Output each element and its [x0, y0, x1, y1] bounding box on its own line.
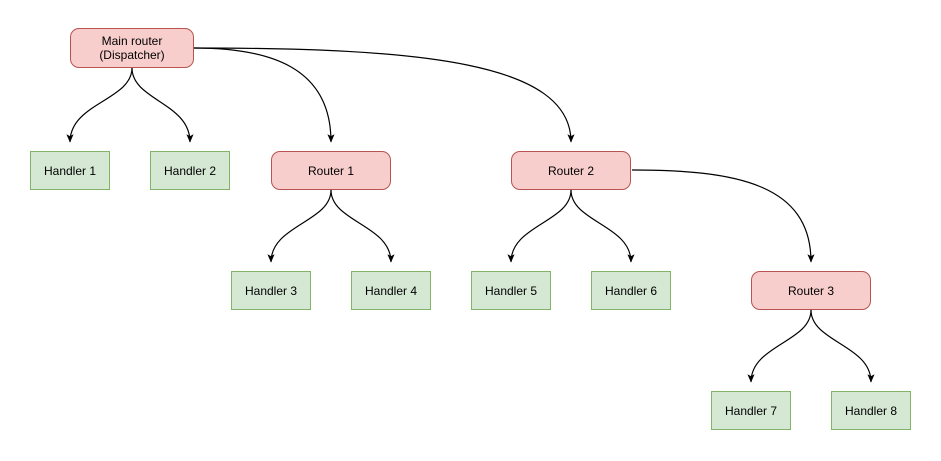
node-router-3[interactable]: Router 3 [751, 271, 871, 310]
node-handler-8[interactable]: Handler 8 [831, 391, 911, 430]
node-handler-7-label: Handler 7 [724, 403, 778, 418]
node-handler-3[interactable]: Handler 3 [231, 271, 311, 310]
node-handler-2-label: Handler 2 [163, 163, 217, 178]
node-router-2-label: Router 2 [547, 163, 595, 178]
edge-router-1-to-handler-4 [330, 189, 395, 263]
edge-router-3-to-handler-8 [810, 309, 875, 383]
node-handler-2[interactable]: Handler 2 [150, 151, 230, 190]
node-handler-1-label: Handler 1 [43, 163, 97, 178]
edge-router-1-to-handler-3 [267, 189, 332, 263]
node-router-1[interactable]: Router 1 [271, 151, 391, 190]
node-handler-5[interactable]: Handler 5 [471, 271, 551, 310]
edge-main-to-handler-2 [131, 67, 194, 143]
node-handler-4-label: Handler 4 [364, 283, 418, 298]
node-handler-3-label: Handler 3 [244, 283, 298, 298]
node-handler-5-label: Handler 5 [484, 283, 538, 298]
node-handler-1[interactable]: Handler 1 [30, 151, 110, 190]
edge-router-2-to-handler-6 [570, 189, 635, 263]
node-handler-8-label: Handler 8 [844, 403, 898, 418]
edge-router-3-to-handler-7 [747, 309, 812, 383]
edge-main-to-handler-1 [66, 67, 133, 143]
node-main-router[interactable]: Main router (Dispatcher) [70, 28, 194, 68]
node-router-2[interactable]: Router 2 [511, 151, 631, 190]
edge-main-to-router-1 [193, 47, 335, 143]
edge-router-2-to-router-3 [631, 169, 815, 263]
node-handler-6[interactable]: Handler 6 [591, 271, 671, 310]
node-router-3-label: Router 3 [787, 283, 835, 298]
node-router-1-label: Router 1 [307, 163, 355, 178]
node-handler-4[interactable]: Handler 4 [351, 271, 431, 310]
node-main-router-label: Main router (Dispatcher) [99, 34, 165, 62]
edge-main-to-router-2 [193, 47, 575, 143]
node-handler-6-label: Handler 6 [604, 283, 658, 298]
edge-router-2-to-handler-5 [507, 189, 572, 263]
node-handler-7[interactable]: Handler 7 [711, 391, 791, 430]
